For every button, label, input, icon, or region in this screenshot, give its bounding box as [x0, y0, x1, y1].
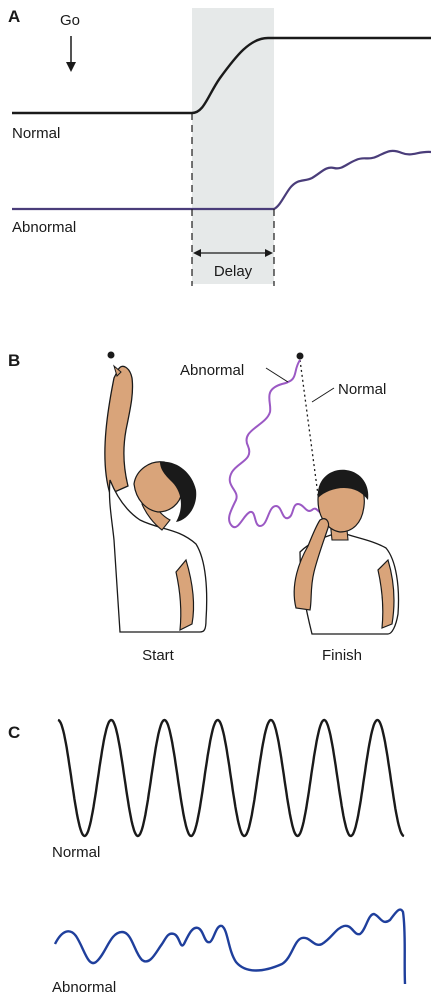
normal-oscillation-trace: [58, 720, 404, 836]
panel-b-letter: B: [8, 351, 20, 370]
normal-label-a: Normal: [12, 125, 60, 142]
abnormal-path-wavy: [229, 360, 320, 527]
normal-label-b: Normal: [338, 381, 386, 398]
go-arrow-icon: [66, 36, 76, 72]
panel-a-letter: A: [8, 7, 20, 26]
delay-label: Delay: [214, 263, 253, 280]
finish-target-dot: [297, 353, 304, 360]
finish-figure-illustration: [294, 470, 398, 634]
panel-a: A Go Normal Abnormal Delay: [8, 7, 431, 286]
abnormal-label-b: Abnormal: [180, 362, 244, 379]
abnormal-leader-line: [266, 368, 288, 382]
finish-label: Finish: [322, 647, 362, 664]
panel-b: B: [8, 351, 399, 664]
start-label: Start: [142, 647, 175, 664]
normal-path-dotted: [300, 360, 320, 510]
panel-c-letter: C: [8, 723, 20, 742]
start-figure-illustration: [105, 366, 207, 632]
abnormal-oscillation-trace: [55, 910, 405, 984]
abnormal-label-a: Abnormal: [12, 219, 76, 236]
go-label: Go: [60, 12, 80, 29]
delay-band: [192, 8, 274, 284]
panel-c: C Normal Abnormal: [8, 720, 405, 996]
normal-label-c: Normal: [52, 844, 100, 861]
start-target-dot: [108, 352, 115, 359]
abnormal-label-c: Abnormal: [52, 979, 116, 996]
normal-leader-line: [312, 388, 334, 402]
